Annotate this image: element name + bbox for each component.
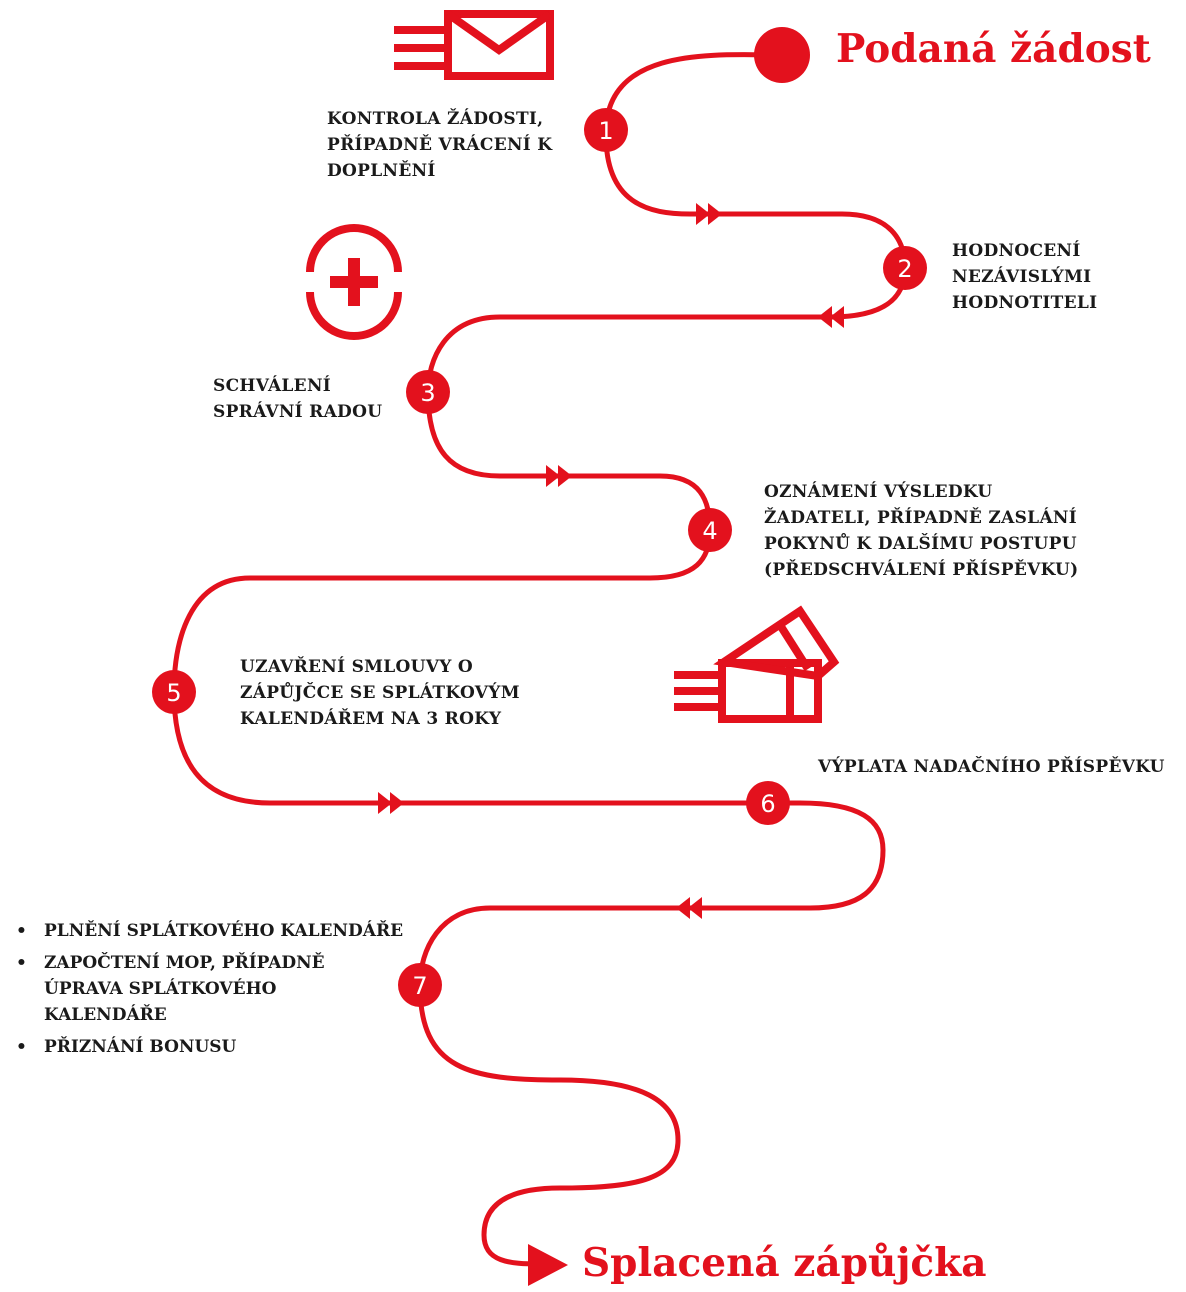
list-item: PŘIZNÁNÍ BONUSU [14, 1034, 403, 1060]
direction-chevron [818, 306, 844, 328]
svg-text:2: 2 [897, 255, 912, 283]
step-5-label: UZAVŘENÍ SMLOUVY O ZÁPŮJČCE SE SPLÁTKOVÝ… [240, 657, 520, 729]
direction-chevron [676, 897, 702, 919]
list-item: ZAPOČTENÍ MOP, PŘÍPADNĚ ÚPRAVA SPLÁTKOVÉ… [14, 950, 403, 1028]
step-marker-1: 1 [584, 108, 628, 152]
list-item: PLNĚNÍ SPLÁTKOVÉHO KALENDÁŘE [14, 918, 403, 944]
svg-text:3: 3 [420, 379, 435, 407]
step-2-label: HODNOCENÍ NEZÁVISLÝMI HODNOTITELI [952, 241, 1098, 313]
svg-text:1: 1 [598, 117, 613, 145]
step-1-label: KONTROLA ŽÁDOSTI, PŘÍPADNĚ VRÁCENÍ K DOP… [327, 109, 553, 181]
start-dot [754, 27, 810, 83]
direction-chevron [378, 792, 404, 814]
svg-text:4: 4 [702, 517, 717, 545]
step-6-label: VÝPLATA NADAČNÍHO PŘÍSPĚVKU [818, 757, 1165, 777]
direction-chevron [696, 203, 722, 225]
end-title: Splacená zápůjčka [582, 1240, 987, 1286]
step-marker-4: 4 [688, 508, 732, 552]
step-marker-3: 3 [406, 370, 450, 414]
step-marker-7: 7 [398, 963, 442, 1007]
svg-text:6: 6 [760, 790, 775, 818]
svg-text:5: 5 [166, 679, 181, 707]
step-4-label: OZNÁMENÍ VÝSLEDKU ŽADATELI, PŘÍPADNĚ ZAS… [764, 482, 1079, 580]
plus-circle-icon [306, 224, 402, 340]
step-marker-2: 2 [883, 246, 927, 290]
direction-chevron [546, 465, 572, 487]
start-title: Podaná žádost [836, 26, 1151, 72]
step-3-label: SCHVÁLENÍ SPRÁVNÍ RADOU [213, 376, 383, 422]
svg-text:7: 7 [412, 972, 427, 1000]
payout-hand-icon [674, 605, 840, 723]
envelope-icon [394, 10, 554, 80]
step-marker-5: 5 [152, 670, 196, 714]
step-7-list: PLNĚNÍ SPLÁTKOVÉHO KALENDÁŘE ZAPOČTENÍ M… [14, 918, 403, 1066]
step-marker-6: 6 [746, 781, 790, 825]
end-arrowhead [528, 1244, 568, 1286]
